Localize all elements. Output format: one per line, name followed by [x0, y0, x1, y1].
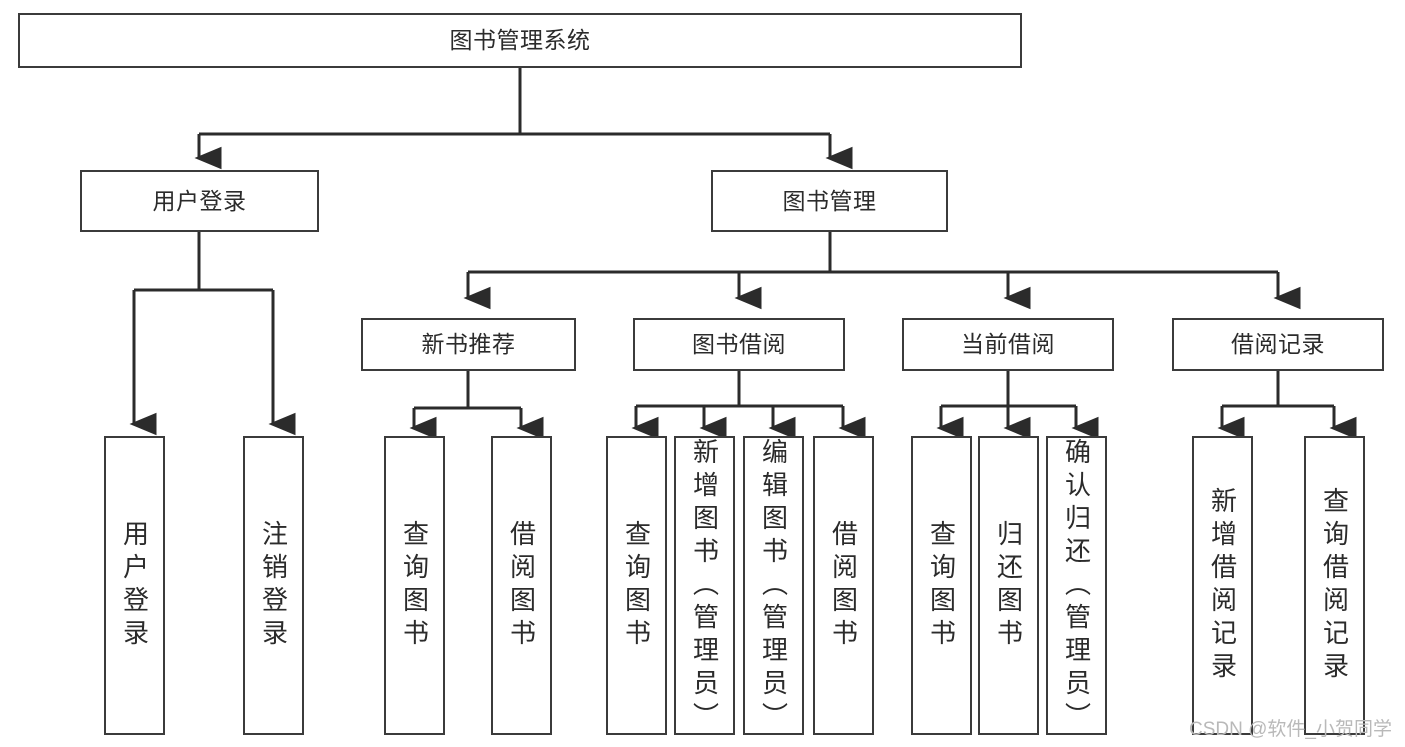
leaf-user-login-logout[interactable]: 注销登录 — [243, 436, 304, 735]
leaf-recommend-borrow-book-label: 借阅图书 — [506, 519, 537, 652]
node-root-system[interactable]: 图书管理系统 — [18, 13, 1022, 68]
leaf-user-login-logout-label: 注销登录 — [258, 519, 289, 652]
leaf-record-query-record[interactable]: 查询借阅记录 — [1304, 436, 1365, 735]
leaf-borrow-add-book-admin-label: 新增图书（管理员） — [689, 438, 720, 735]
leaf-borrow-borrow-book[interactable]: 借阅图书 — [813, 436, 874, 735]
leaf-recommend-query-book-label: 查询图书 — [399, 519, 430, 652]
leaf-record-add-record[interactable]: 新增借阅记录 — [1192, 436, 1253, 735]
node-current-borrow[interactable]: 当前借阅 — [902, 318, 1114, 371]
leaf-borrow-query-book[interactable]: 查询图书 — [606, 436, 667, 735]
leaf-current-confirm-return-admin[interactable]: 确认归还（管理员） — [1046, 436, 1107, 735]
node-borrow-record[interactable]: 借阅记录 — [1172, 318, 1384, 371]
leaf-current-query-book[interactable]: 查询图书 — [911, 436, 972, 735]
leaf-current-return-book[interactable]: 归还图书 — [978, 436, 1039, 735]
leaf-borrow-edit-book-admin[interactable]: 编辑图书（管理员） — [743, 436, 804, 735]
node-root-system-label: 图书管理系统 — [449, 27, 591, 54]
node-new-book-recommend[interactable]: 新书推荐 — [361, 318, 576, 371]
leaf-borrow-add-book-admin[interactable]: 新增图书（管理员） — [674, 436, 735, 735]
node-book-borrow[interactable]: 图书借阅 — [633, 318, 845, 371]
node-user-login-label: 用户登录 — [152, 187, 247, 214]
leaf-recommend-query-book[interactable]: 查询图书 — [384, 436, 445, 735]
node-book-borrow-label: 图书借阅 — [692, 331, 786, 358]
leaf-borrow-edit-book-admin-label: 编辑图书（管理员） — [758, 438, 789, 735]
csdn-watermark: CSDN @软件_小贺同学 — [1189, 719, 1392, 740]
node-book-management-label: 图书管理 — [782, 187, 877, 214]
node-borrow-record-label: 借阅记录 — [1231, 331, 1325, 358]
node-book-management[interactable]: 图书管理 — [711, 170, 948, 232]
node-user-login[interactable]: 用户登录 — [80, 170, 319, 232]
leaf-record-add-record-label: 新增借阅记录 — [1207, 486, 1238, 685]
node-new-book-recommend-label: 新书推荐 — [421, 331, 516, 358]
leaf-borrow-query-book-label: 查询图书 — [621, 519, 652, 652]
leaf-user-login-login-label: 用户登录 — [119, 519, 150, 652]
leaf-current-query-book-label: 查询图书 — [926, 519, 957, 652]
leaf-user-login-login[interactable]: 用户登录 — [104, 436, 165, 735]
leaf-record-query-record-label: 查询借阅记录 — [1319, 486, 1350, 685]
leaf-borrow-borrow-book-label: 借阅图书 — [828, 519, 859, 652]
leaf-current-return-book-label: 归还图书 — [993, 519, 1024, 652]
node-current-borrow-label: 当前借阅 — [961, 331, 1055, 358]
leaf-recommend-borrow-book[interactable]: 借阅图书 — [491, 436, 552, 735]
leaf-current-confirm-return-admin-label: 确认归还（管理员） — [1061, 438, 1092, 735]
